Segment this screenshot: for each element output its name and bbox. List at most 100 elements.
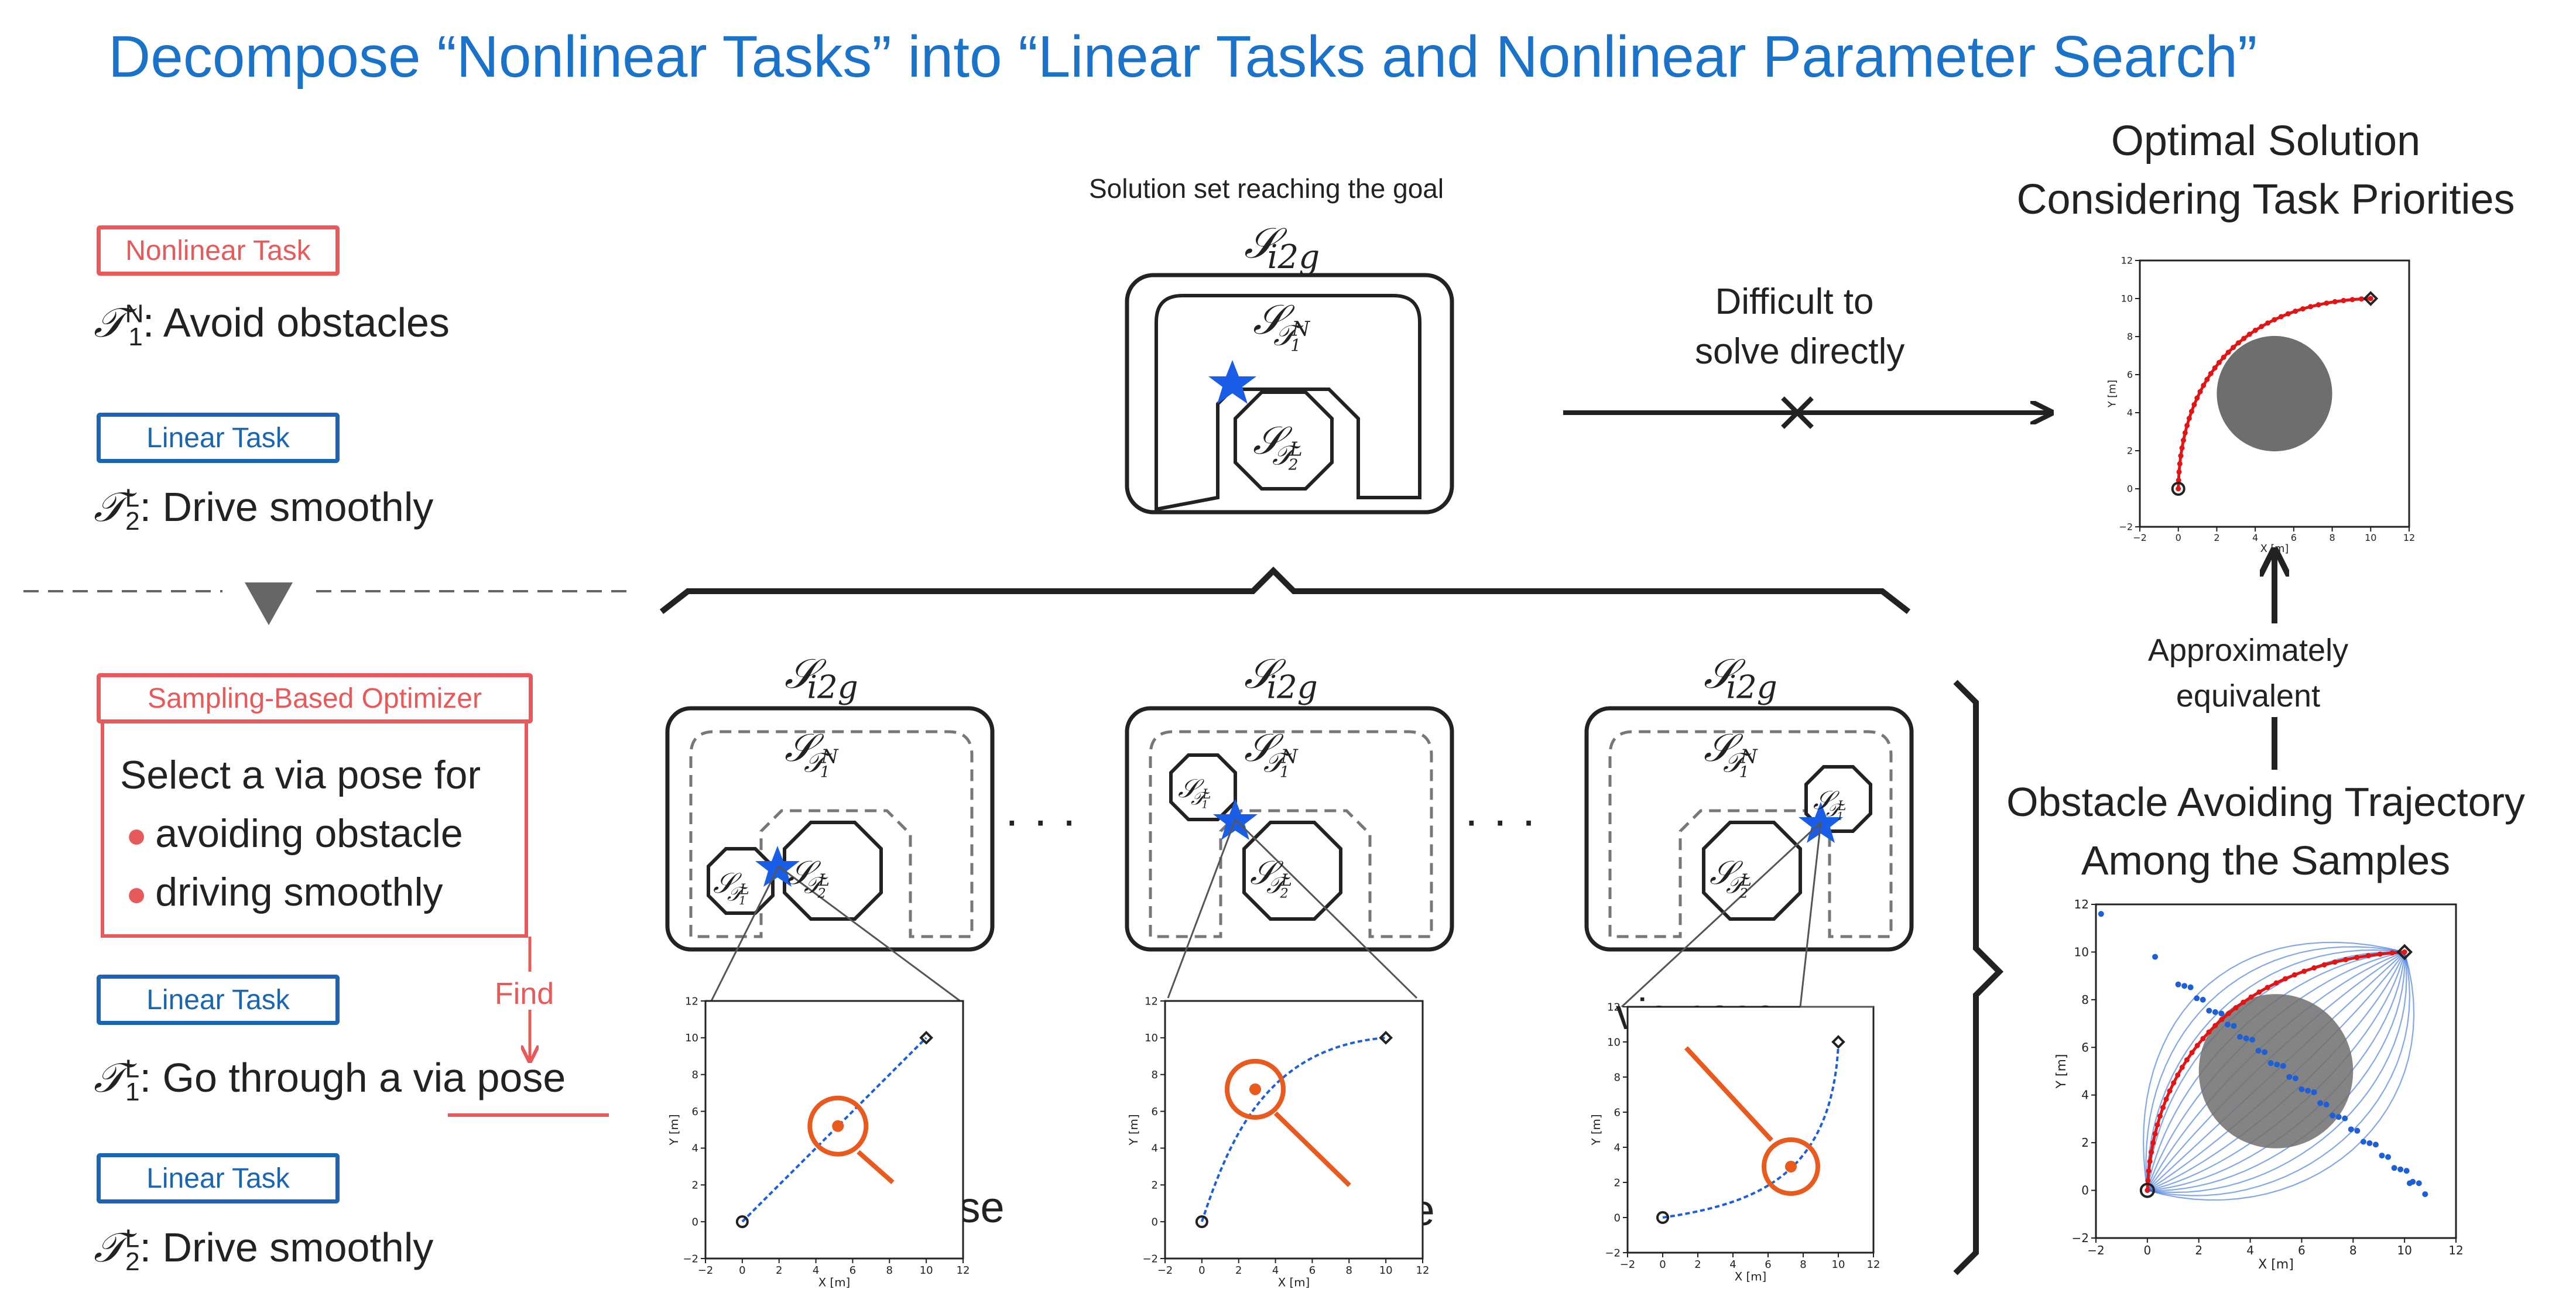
x-axis-label: X [m] <box>1278 1276 1310 1290</box>
trajectory-point <box>2231 345 2236 351</box>
linear-task-tag: Linear Task <box>97 413 340 463</box>
x-tick-label: 8 <box>886 1264 893 1277</box>
linear-task-tag-3: Linear Task <box>97 1153 340 1203</box>
y-tick-label: 4 <box>1614 1141 1621 1154</box>
via-pose-sample <box>2098 911 2104 917</box>
trajectory-point <box>2332 299 2338 304</box>
best-trajectory-point <box>2206 1029 2212 1035</box>
x-tick-label: 12 <box>1867 1259 1880 1271</box>
y-tick-label: 0 <box>2081 1184 2089 1198</box>
bullet-icon: ● <box>126 815 148 855</box>
optimizer-line-3: driving smoothly <box>155 870 443 914</box>
x-tick-label: 10 <box>2397 1243 2411 1257</box>
y-tick-label: 12 <box>1145 995 1158 1007</box>
trajectory-point <box>2184 423 2190 428</box>
x-tick-label: 6 <box>2298 1243 2306 1257</box>
x-tick-label: −2 <box>2087 1243 2104 1257</box>
best-trajectory-point <box>2332 959 2338 965</box>
set-subscript: 2 <box>817 886 826 901</box>
y-tick-label: 4 <box>2081 1088 2089 1102</box>
set-superscript: L <box>1280 870 1292 890</box>
set-i2g-outer <box>1125 273 1454 515</box>
x-tick-label: 4 <box>2246 1243 2254 1257</box>
via-pose-sample <box>2317 1100 2324 1106</box>
trajectory-point <box>2241 335 2247 341</box>
via-pose-sample <box>2152 954 2159 960</box>
set-subscript: 1 <box>1837 811 1843 822</box>
x-tick-label: 10 <box>1379 1264 1393 1277</box>
via-pose-sample <box>2218 1010 2225 1017</box>
trajectory-point <box>2315 302 2321 308</box>
set-superscript: L <box>1740 870 1752 890</box>
start-marker <box>2139 1182 2155 1198</box>
sample-panel-2 <box>1125 706 1454 999</box>
trajectory-point <box>2235 340 2241 346</box>
best-trajectory-point <box>2233 1005 2239 1011</box>
task-superscript: L <box>125 484 140 513</box>
find-label: Find <box>495 977 554 1011</box>
via-pose-sample <box>2212 1009 2218 1016</box>
trajectory-point <box>2252 327 2258 333</box>
best-trajectory-point <box>2343 956 2349 962</box>
set-n-dashed <box>1608 730 1893 938</box>
y-tick-label: 12 <box>2074 897 2089 911</box>
via-pose-sample <box>2292 1075 2298 1082</box>
task-superscript: L <box>125 1054 140 1083</box>
ellipsis-1: · · · <box>1004 794 1077 846</box>
trajectory-point <box>2178 453 2184 459</box>
sample-panel-1 <box>665 706 995 1002</box>
x-tick-label: 8 <box>2329 532 2335 543</box>
trajectory-point <box>2358 296 2364 302</box>
y-tick-label: 4 <box>1152 1143 1158 1155</box>
via-pose-sample <box>2342 1115 2348 1122</box>
ellipsis-2: · · · <box>1464 794 1537 846</box>
best-trajectory-point <box>2256 989 2262 995</box>
set-subscript: 2 <box>1739 886 1748 901</box>
best-trajectory-point <box>2282 976 2288 982</box>
set-l2-octagon <box>1234 390 1334 491</box>
sample-trajectory <box>2147 952 2407 1194</box>
set-subscript: 2 <box>1280 886 1289 901</box>
x-axis-label: X [m] <box>2260 543 2289 555</box>
y-tick-label: 10 <box>1607 1036 1621 1048</box>
task-text: : Drive smoothly <box>139 1225 434 1270</box>
set-subscript: i2g <box>1268 238 1320 276</box>
task-symbol: 𝒯 <box>94 1223 125 1271</box>
y-tick-label: 6 <box>2081 1040 2089 1054</box>
y-tick-label: −2 <box>1142 1253 1158 1265</box>
sample-trajectory <box>2146 949 2405 1191</box>
best-trajectory-point <box>2175 1072 2181 1078</box>
via-pose-sample <box>2255 1047 2262 1054</box>
set-i2g-box <box>1584 706 1914 952</box>
best-trajectory-point <box>2149 1149 2154 1155</box>
best-trajectory-point <box>2171 1080 2177 1086</box>
task-drive-smoothly: 𝒯L2: Drive smoothly <box>94 483 433 536</box>
task-superscript: N <box>125 299 144 328</box>
star-icon <box>755 846 800 887</box>
best-trajectory-point <box>2154 1122 2160 1128</box>
task-drive-smoothly-2: 𝒯L2: Drive smoothly <box>94 1223 433 1277</box>
best-trajectory-point <box>2389 950 2395 956</box>
y-tick-label: 10 <box>2074 945 2089 959</box>
goal-marker <box>1831 1035 1845 1049</box>
via-pose-sample <box>2366 1140 2373 1146</box>
best-trajectory-point <box>2145 1188 2150 1194</box>
best-trajectory-point <box>2265 985 2270 990</box>
x-tick-label: 0 <box>2176 532 2181 543</box>
solution-set-caption: Solution set reaching the goal <box>1089 173 1444 204</box>
trajectory-point <box>2293 308 2298 314</box>
best-trajectory-point <box>2212 1023 2218 1028</box>
via-pose-sample <box>2262 1049 2268 1055</box>
trajectory-point <box>2191 402 2197 407</box>
optimal-solution-label: Optimal Solution <box>2111 118 2421 164</box>
task-subscript: 1 <box>125 1078 140 1106</box>
x-tick-label: 12 <box>2448 1243 2463 1257</box>
via-pose-sample <box>2175 981 2181 987</box>
set-subscript: 1 <box>1280 763 1290 781</box>
set-superscript: N <box>1280 745 1299 767</box>
trajectory-point <box>2177 461 2183 467</box>
best-trajectory-point <box>2219 1017 2225 1023</box>
zoom-line <box>1799 822 1822 1007</box>
